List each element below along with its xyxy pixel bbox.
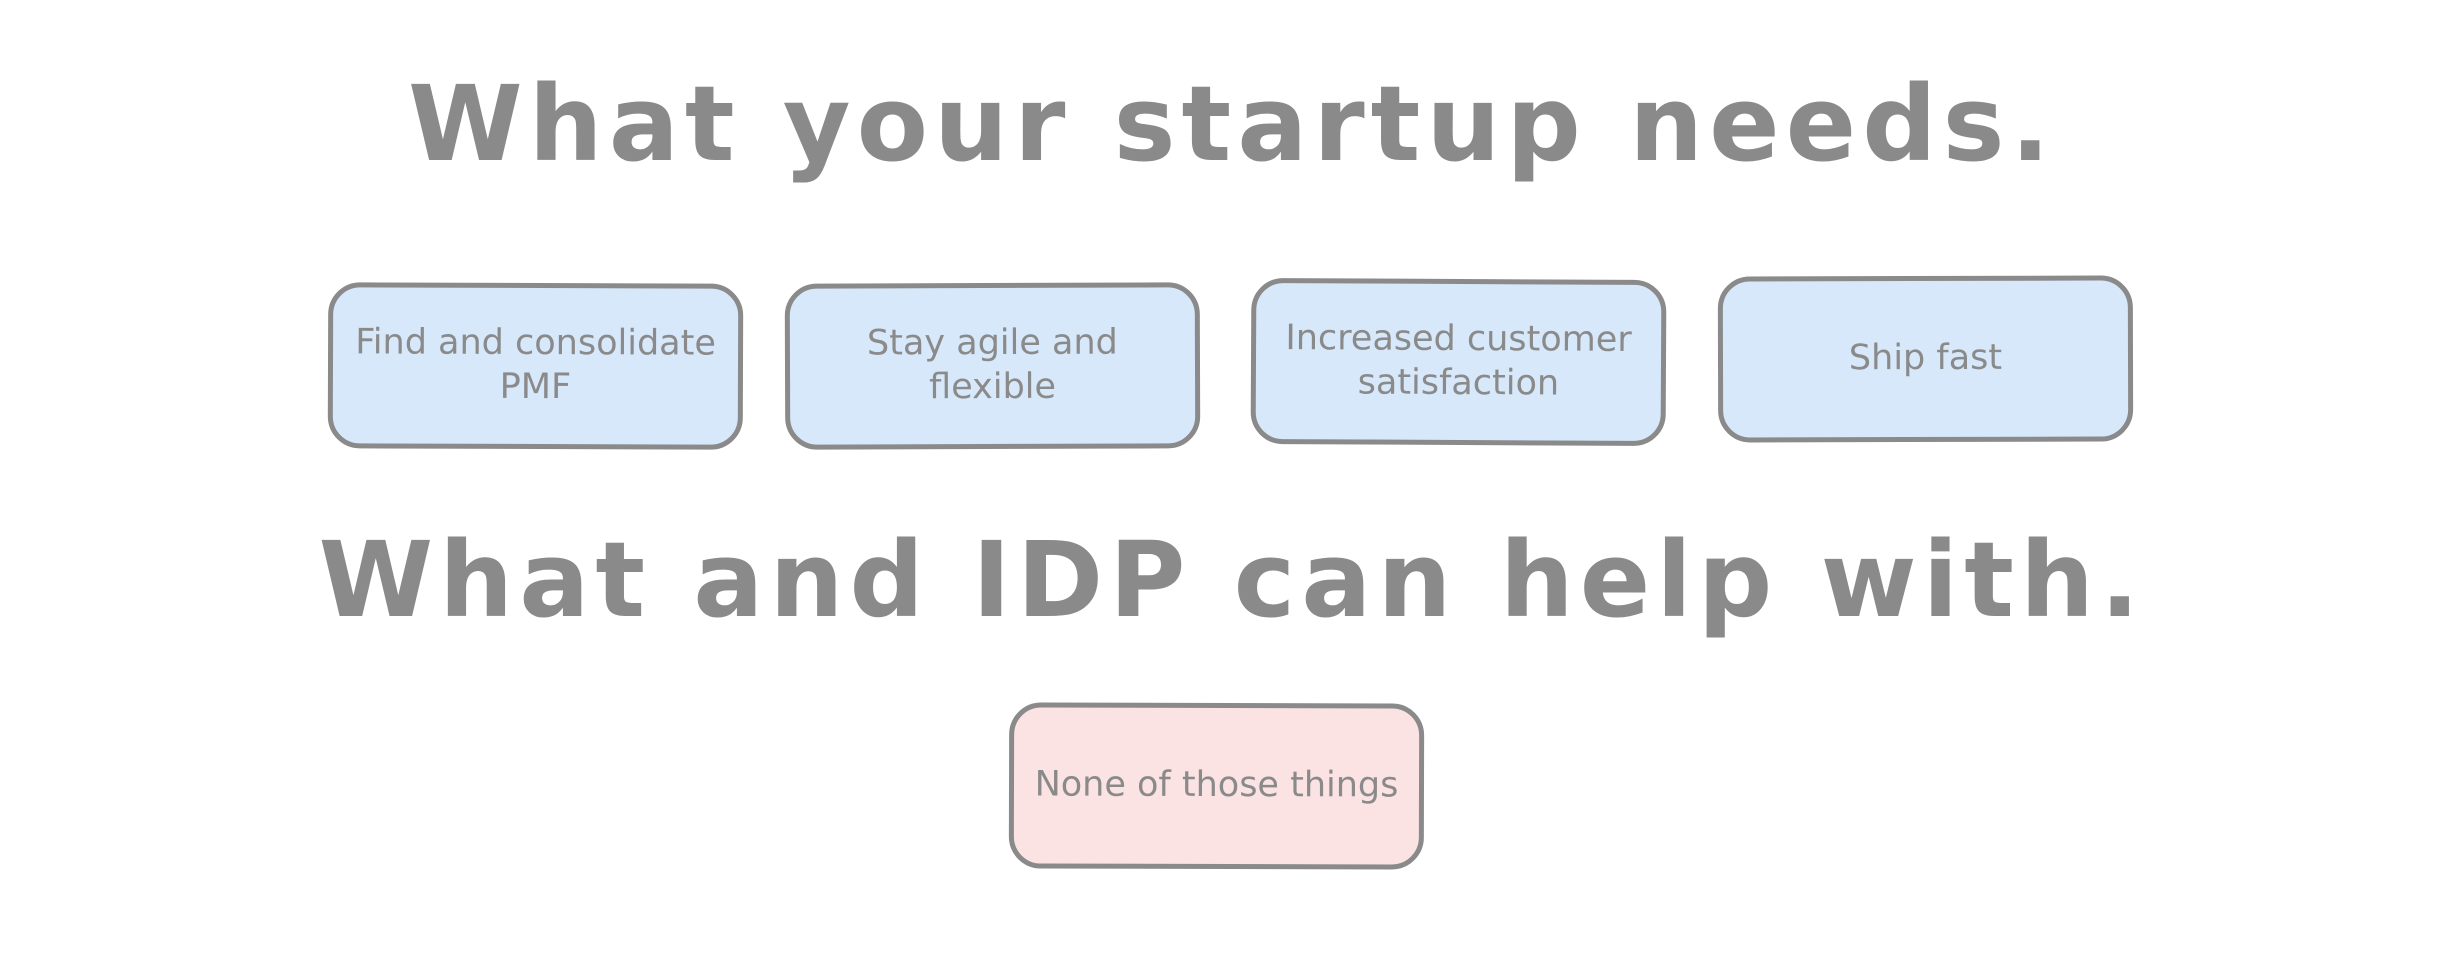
- need-label: Ship fast: [1848, 337, 2003, 379]
- startup-needs-heading: What your startup needs.: [407, 63, 2057, 185]
- need-box-pmf: Find and consolidate PMF: [327, 282, 744, 450]
- need-box-customer-satisfaction: Increased customer satisfaction: [1250, 277, 1667, 447]
- idp-help-heading: What and IDP can help with.: [318, 519, 2146, 641]
- idp-box-none: None of those things: [1008, 702, 1425, 870]
- need-label: Increased customer satisfaction: [1285, 318, 1632, 404]
- need-box-ship-fast: Ship fast: [1717, 275, 2134, 443]
- need-box-agile: Stay agile and flexible: [784, 282, 1201, 450]
- need-label: Find and consolidate PMF: [355, 322, 716, 408]
- need-label: Stay agile and flexible: [866, 322, 1118, 408]
- idp-label: None of those things: [1034, 764, 1399, 806]
